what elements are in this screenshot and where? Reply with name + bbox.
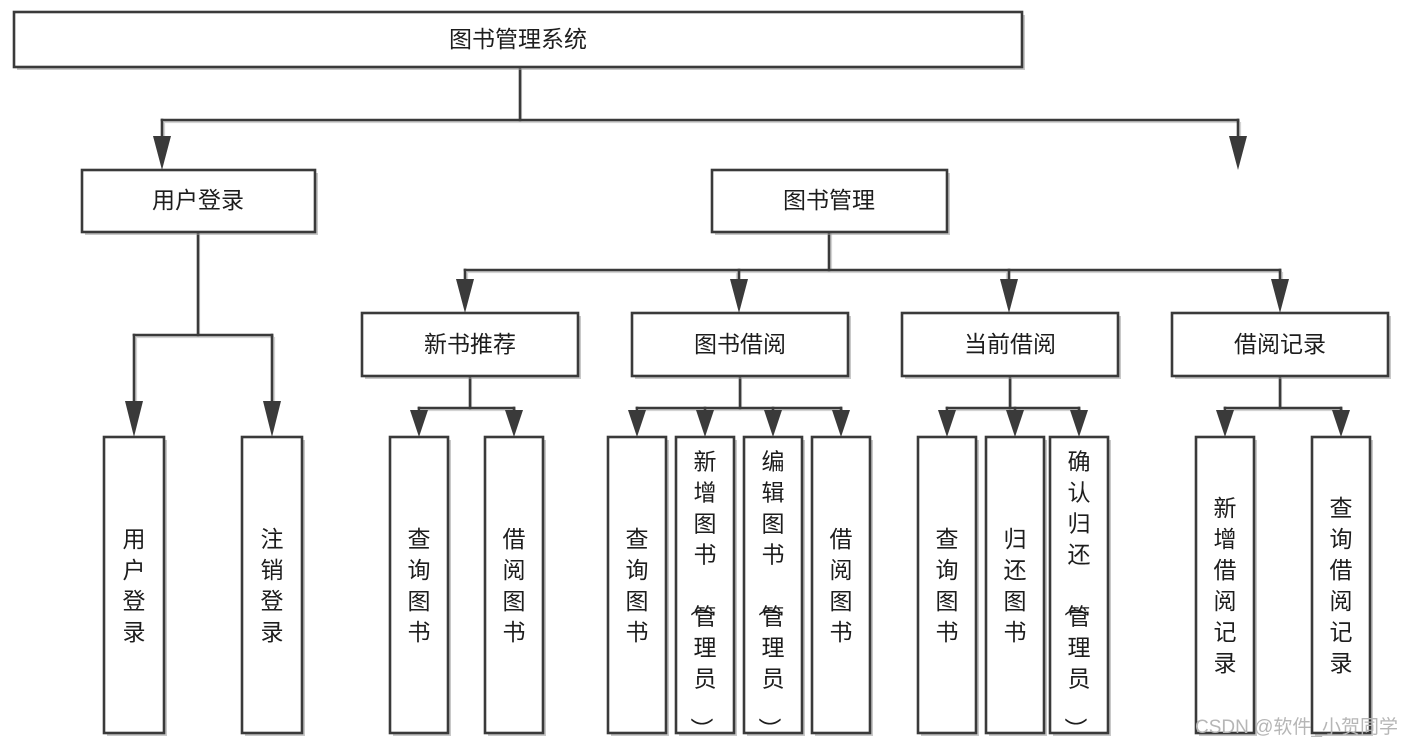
node-leaf-borrow-book-1-label: 借阅图书 xyxy=(503,526,526,645)
node-leaf-query-book-1-label: 查询图书 xyxy=(408,526,431,645)
node-leaf-return-book[interactable]: 归还图书 xyxy=(984,435,1047,736)
node-leaf-add-book-label: 新增图书（管理员） xyxy=(689,449,717,741)
node-book-borrow-label: 图书借阅 xyxy=(694,331,786,357)
csdn-watermark: CSDN @软件_小贺同学 xyxy=(1195,716,1398,738)
node-leaf-query-book-3[interactable]: 查询图书 xyxy=(916,435,979,736)
node-new-book-recommend-label: 新书推荐 xyxy=(424,331,516,357)
arrow-head-icon xyxy=(1216,410,1234,437)
node-leaf-user-logout[interactable]: 注销登录 xyxy=(240,435,305,736)
arrow-head-icon xyxy=(696,410,714,437)
node-leaf-add-record-label: 新增借阅记录 xyxy=(1214,495,1237,676)
arrow-head-icon xyxy=(505,410,523,437)
node-leaf-borrow-book-2-label: 借阅图书 xyxy=(830,526,853,645)
node-leaf-add-book[interactable]: 新增图书（管理员） xyxy=(674,435,737,741)
node-leaf-user-login[interactable]: 用户登录 xyxy=(102,435,167,736)
node-leaf-query-book-3-label: 查询图书 xyxy=(936,526,959,645)
arrow-head-icon xyxy=(125,401,143,437)
arrow-head-icon xyxy=(1332,410,1350,437)
arrow-head-icon xyxy=(628,410,646,437)
node-new-book-recommend[interactable]: 新书推荐 xyxy=(360,311,581,379)
node-leaf-query-book-2-label: 查询图书 xyxy=(626,526,649,645)
node-root[interactable]: 图书管理系统 xyxy=(12,10,1025,70)
arrow-head-icon xyxy=(263,401,281,437)
arrow-head-icon xyxy=(832,410,850,437)
node-leaf-query-book-2[interactable]: 查询图书 xyxy=(606,435,669,736)
connector-root-to-level2 xyxy=(153,65,1247,170)
node-root-label: 图书管理系统 xyxy=(449,26,587,52)
node-user-login-label: 用户登录 xyxy=(152,187,244,213)
connector-layer xyxy=(125,65,1350,437)
connector-borrow-record-to-leaves xyxy=(1216,374,1350,437)
connector-current-borrow-to-leaves xyxy=(938,374,1088,437)
arrow-head-icon xyxy=(938,410,956,437)
node-user-login[interactable]: 用户登录 xyxy=(80,168,318,235)
node-leaf-add-record[interactable]: 新增借阅记录 xyxy=(1194,435,1257,736)
arrow-head-icon xyxy=(1070,410,1088,437)
node-borrow-record[interactable]: 借阅记录 xyxy=(1170,311,1391,379)
node-leaf-return-book-label: 归还图书 xyxy=(1004,526,1027,645)
arrow-head-icon xyxy=(764,410,782,437)
connector-book-manage-to-level3 xyxy=(456,230,1289,313)
connector-book-borrow-to-leaves xyxy=(628,374,850,437)
node-leaf-confirm-return[interactable]: 确认归还（管理员） xyxy=(1048,435,1111,741)
node-leaf-user-login-label: 用户登录 xyxy=(123,526,146,645)
node-current-borrow[interactable]: 当前借阅 xyxy=(900,311,1121,379)
node-leaf-borrow-book-1[interactable]: 借阅图书 xyxy=(483,435,546,736)
connector-new-book-recommend-to-leaves xyxy=(410,374,523,437)
arrow-head-icon xyxy=(153,136,171,170)
node-book-borrow[interactable]: 图书借阅 xyxy=(630,311,851,379)
connector-user-login-to-leaves xyxy=(125,230,281,437)
arrow-head-icon xyxy=(1229,136,1247,170)
node-book-manage[interactable]: 图书管理 xyxy=(710,168,950,235)
node-borrow-record-label: 借阅记录 xyxy=(1234,331,1326,357)
arrow-head-icon xyxy=(410,410,428,437)
arrow-head-icon xyxy=(1006,410,1024,437)
node-leaf-user-logout-label: 注销登录 xyxy=(261,526,284,645)
node-book-manage-label: 图书管理 xyxy=(783,187,875,213)
node-current-borrow-label: 当前借阅 xyxy=(964,331,1056,357)
arrow-head-icon xyxy=(456,279,474,313)
arrow-head-icon xyxy=(1271,279,1289,313)
node-leaf-borrow-book-2[interactable]: 借阅图书 xyxy=(810,435,873,736)
arrow-head-icon xyxy=(730,279,748,313)
node-leaf-edit-book-label: 编辑图书（管理员） xyxy=(757,449,785,741)
node-leaf-confirm-return-label: 确认归还（管理员） xyxy=(1063,449,1091,741)
node-leaf-query-book-1[interactable]: 查询图书 xyxy=(388,435,451,736)
arrow-head-icon xyxy=(1000,279,1018,313)
node-leaf-query-record-label: 查询借阅记录 xyxy=(1330,495,1353,676)
node-leaf-edit-book[interactable]: 编辑图书（管理员） xyxy=(742,435,805,741)
node-leaf-query-record[interactable]: 查询借阅记录 xyxy=(1310,435,1373,736)
